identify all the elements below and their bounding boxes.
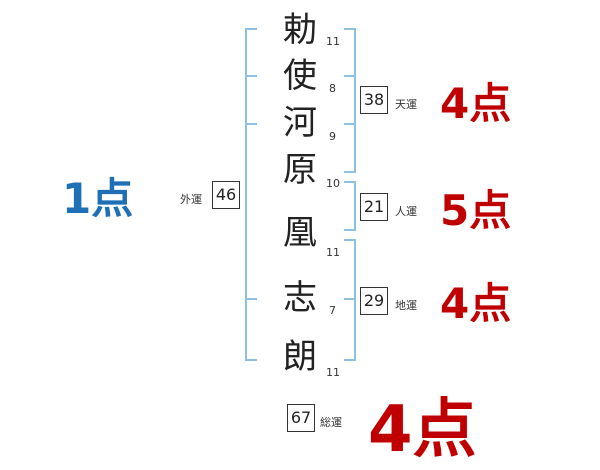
chiun-label: 地運 [395,299,417,312]
name-char: 勅 [283,10,317,50]
name-char: 凰 [283,213,317,253]
jinun-score: 5点 [440,186,512,235]
tenun-score: 4点 [440,79,512,128]
gaiun-label: 外運 [180,193,202,206]
stroke-count: 9 [329,130,336,143]
name-char: 志 [283,278,317,318]
chiun-value: 29 [360,287,388,315]
gaiun-value: 46 [212,181,240,209]
stroke-count: 8 [329,82,336,95]
tenun-label: 天運 [395,98,417,111]
stroke-count: 11 [326,35,340,48]
stroke-count: 7 [329,304,336,317]
stroke-count: 11 [326,246,340,259]
chiun-score: 4点 [440,279,512,328]
name-char: 原 [283,150,317,190]
stroke-count: 10 [326,177,340,190]
name-char: 朗 [283,337,317,377]
jinun-value: 21 [360,193,388,221]
gaiun-score: 1点 [62,174,134,223]
souun-score: 4点 [368,393,477,467]
name-char: 使 [283,56,317,96]
name-char: 河 [283,103,317,143]
jinun-label: 人運 [395,205,417,218]
souun-label: 総運 [320,416,342,429]
souun-value: 67 [287,404,315,432]
stroke-count: 11 [326,366,340,379]
tenun-value: 38 [360,86,388,114]
